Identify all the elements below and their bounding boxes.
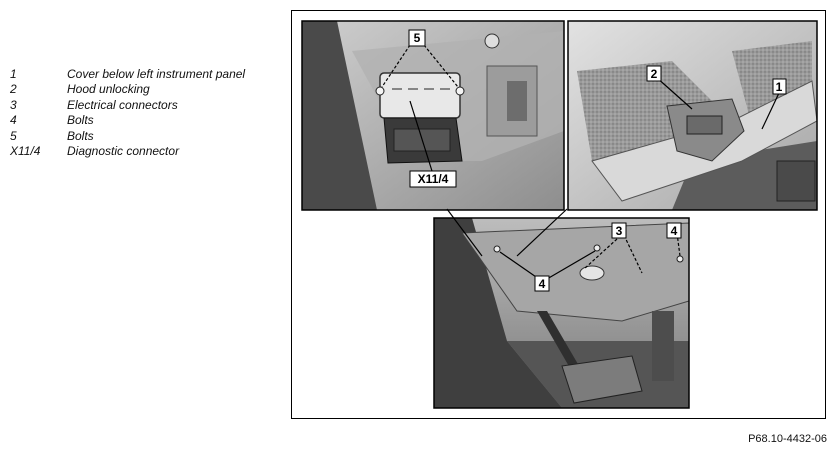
screw [484, 33, 500, 49]
callout-bolts-left [534, 275, 550, 292]
legend-text: Hood unlocking [67, 82, 150, 97]
bolt [593, 244, 601, 252]
legend-item: 4 Bolts [10, 113, 280, 128]
pedal-arm [537, 311, 582, 375]
callout-cover [772, 78, 787, 95]
figure-illustration: 5 X11/4 2 1 [301, 20, 818, 409]
callout-label: X11/4 [418, 172, 449, 186]
callout-hood-unlocking [646, 65, 662, 82]
legend-key: 1 [10, 67, 17, 81]
legend-item: X11/4 Diagnostic connector [10, 144, 280, 159]
figure-reference-code: P68.10-4432-06 [748, 433, 827, 445]
legend-item: 2 Hood unlocking [10, 82, 280, 97]
legend-text: Bolts [67, 113, 94, 128]
legend-item: 5 Bolts [10, 129, 280, 144]
callout-bolts [408, 29, 426, 47]
legend-key: 5 [10, 128, 17, 143]
brake-pedal [652, 311, 674, 381]
legend-key: 4 [10, 113, 17, 128]
bolt-right [455, 86, 465, 96]
legend-text: Bolts [67, 128, 94, 143]
photo-border [567, 20, 818, 211]
callout-electrical-connectors [611, 222, 627, 239]
legend-item: 3 Electrical connectors [10, 98, 280, 113]
callout-bolts-right [666, 222, 682, 239]
handle-grip [686, 115, 723, 135]
legend-item: 1 Cover below left instrument panel [10, 67, 280, 82]
callout-label: 3 [616, 224, 623, 238]
legend-key: X11/4 [10, 143, 41, 158]
legend-text: Diagnostic connector [67, 143, 180, 158]
callout-label: 4 [539, 277, 546, 291]
callout-label: 1 [776, 80, 783, 94]
carpet-left [434, 218, 562, 408]
panel-opening [579, 265, 605, 281]
pedal-pad [561, 355, 643, 404]
callout-diagnostic-connector [409, 170, 457, 188]
bracket-slot [507, 81, 527, 121]
legend-text: Electrical connectors [67, 97, 178, 112]
legend-text: Cover below left instrument panel [67, 67, 246, 81]
legend-key: 3 [10, 97, 17, 112]
figure-frame: 5 X11/4 2 1 [291, 10, 826, 419]
side-panel-shadow [302, 21, 377, 210]
legend: 1 Cover below left instrument panel 2 Ho… [10, 67, 280, 159]
bolt [676, 255, 684, 263]
callout-label: 4 [671, 224, 678, 238]
callout-label: 5 [414, 31, 421, 45]
photo-border [301, 20, 565, 211]
photo-diagnostic-connector: 5 X11/4 [301, 20, 565, 211]
bolt [493, 245, 501, 253]
callout-label: 2 [651, 67, 658, 81]
photo-footwell-overview: 3 4 4 [433, 208, 690, 409]
pedal-pad [776, 160, 816, 202]
bolt-left [375, 86, 385, 96]
photo-border [433, 217, 690, 409]
connector-housing [379, 72, 461, 119]
legend-key: 2 [10, 82, 17, 97]
photo-hood-unlocking: 2 1 [567, 20, 818, 211]
